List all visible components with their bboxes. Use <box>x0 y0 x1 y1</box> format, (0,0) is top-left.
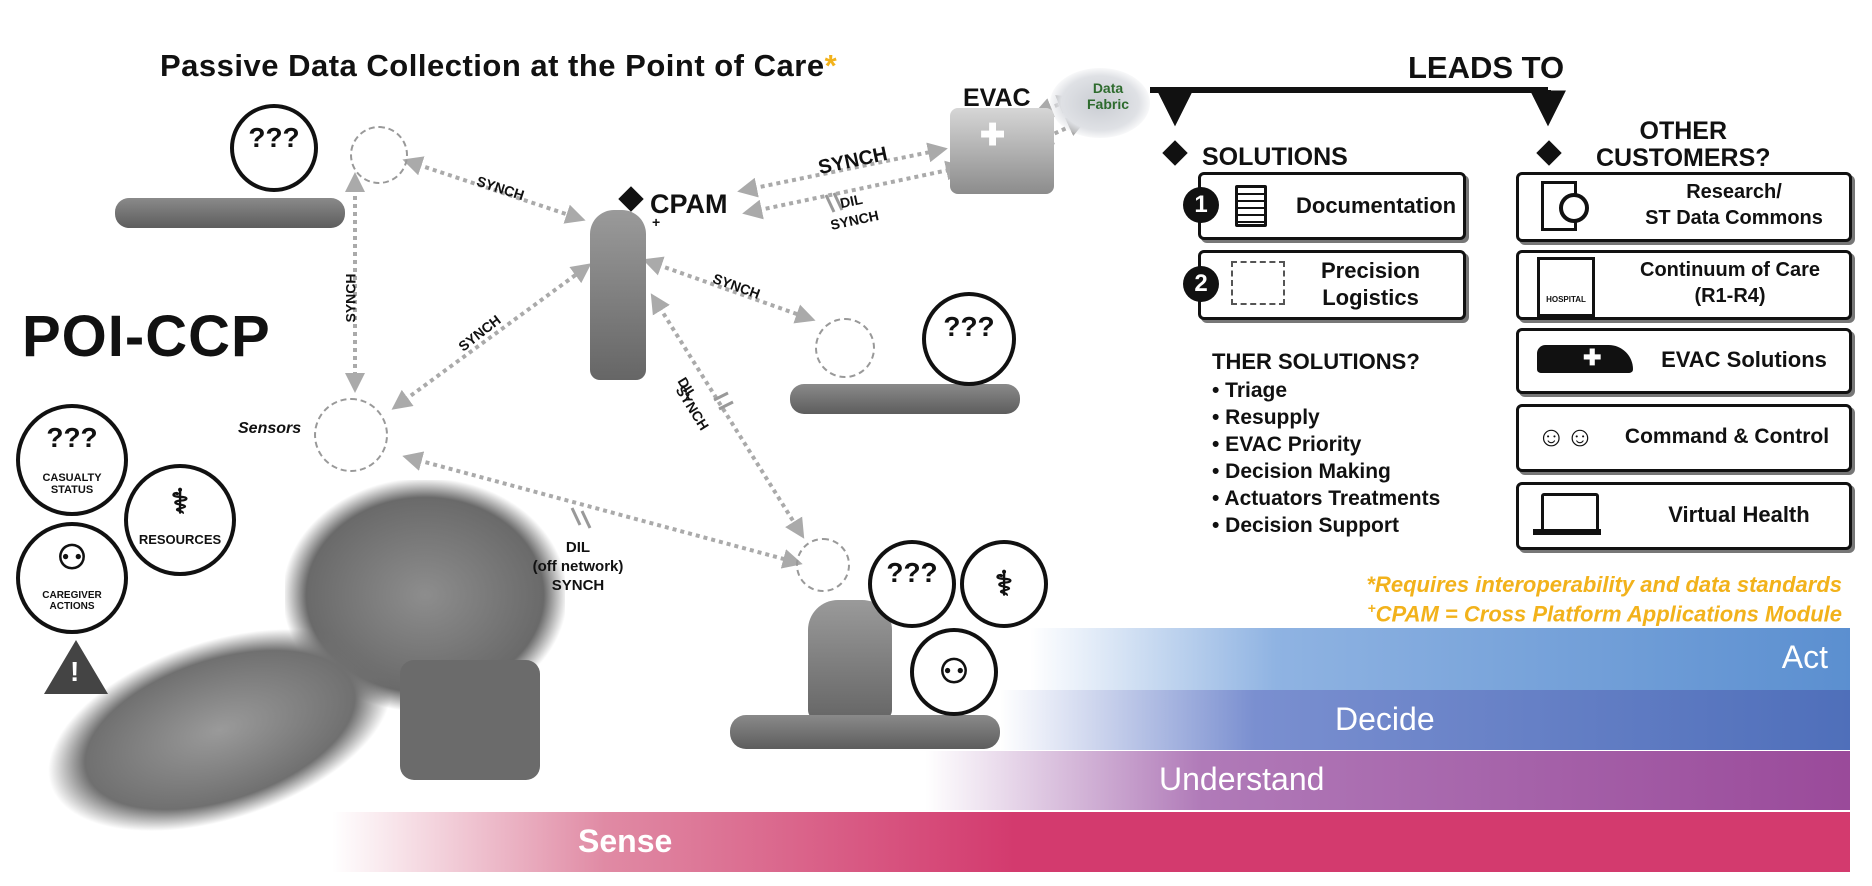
list-item: • Resupply <box>1212 406 1320 429</box>
medical-bag <box>400 660 540 780</box>
solution-number-2: 2 <box>1183 266 1219 302</box>
caregiver-icon: ⚇ <box>938 653 970 691</box>
laptop-doctor-icon <box>1541 493 1599 533</box>
decide-band: Decide <box>1000 690 1850 750</box>
sensor-cluster-top <box>350 126 408 184</box>
resources-icon: ⚕ <box>994 565 1014 603</box>
other-solutions-heading: THER SOLUTIONS? <box>1212 349 1420 374</box>
sense-band: Sense <box>332 812 1850 872</box>
customer-evac-solutions[interactable]: ✚ EVAC Solutions <box>1516 328 1852 394</box>
customer-research-label: Research/ ST Data Commons <box>1645 181 1823 229</box>
resources-icon: ⚕ <box>170 483 190 521</box>
customer-continuum-of-care[interactable]: HOSPITAL Continuum of Care (R1-R4) <box>1516 250 1852 320</box>
evac-label: EVAC <box>963 84 1031 112</box>
casualty-circle-right: ??? <box>922 292 1016 386</box>
leads-to-label: LEADS TO <box>1408 50 1565 85</box>
solution-precision-logistics[interactable]: 2 Precision Logistics <box>1183 250 1466 320</box>
dil-center-label: DIL (off network) SYNCH <box>532 539 624 594</box>
casualty-circle-bottom: ??? <box>868 540 956 628</box>
documents-icon <box>1235 185 1267 227</box>
casualty-figure-right <box>790 384 1020 414</box>
data-fabric-label: Data Fabric <box>1086 80 1129 112</box>
caregiver-actions-circle: ⚇ CAREGIVER ACTIONS <box>16 522 128 634</box>
solution-documentation[interactable]: 1 Documentation <box>1183 172 1466 240</box>
cpam-plus-mark: + <box>652 214 661 230</box>
soldier-figure-cpam <box>590 210 646 380</box>
dil-sync-line-down <box>650 293 805 539</box>
page-title: Passive Data Collection at the Point of … <box>160 48 838 83</box>
list-item: • Decision Making <box>1212 460 1391 483</box>
other-solutions-list: THER SOLUTIONS? • Triage • Resupply • EV… <box>1212 348 1440 539</box>
sensor-cluster-bottom <box>796 538 850 592</box>
casualty-status-circle: ??? CASUALTY STATUS <box>16 404 128 516</box>
dil-line-evac <box>742 160 966 220</box>
casualty-figure-bottom <box>730 715 1000 749</box>
people-network-icon: ☺☺ <box>1537 421 1595 452</box>
logistics-map-icon <box>1231 261 1285 305</box>
medical-cross-icon: ✚ <box>980 119 1006 152</box>
customer-command-label: Command & Control <box>1624 425 1830 448</box>
act-band: Act <box>1030 628 1850 690</box>
solution-number-1: 1 <box>1183 187 1219 223</box>
note-cpam: +CPAM = Cross Platform Applications Modu… <box>1367 600 1842 627</box>
solution-documentation-label: Documentation <box>1296 193 1457 218</box>
customers-heading: OTHER CUSTOMERS? <box>1596 117 1771 172</box>
customer-command-control[interactable]: ☺☺ Command & Control <box>1516 404 1852 472</box>
understand-band: Understand <box>925 751 1850 810</box>
list-item: • Actuators Treatments <box>1212 487 1441 510</box>
sensor-cluster-left <box>314 398 388 472</box>
resources-circle: ⚕ RESOURCES <box>124 464 236 576</box>
understand-label: Understand <box>1159 761 1325 797</box>
list-item: • Decision Support <box>1212 514 1400 537</box>
poi-ccp-label: POI-CCP <box>22 304 271 369</box>
caregiver-circle-bottom: ⚇ <box>910 628 998 716</box>
customer-evac-label: EVAC Solutions <box>1661 347 1827 372</box>
sense-label: Sense <box>578 823 673 859</box>
helicopter-icon: ✚ <box>1537 345 1633 373</box>
list-item: • Triage <box>1212 379 1288 402</box>
act-label: Act <box>1781 639 1828 675</box>
sync-label-vertical: SYNCH <box>342 273 359 323</box>
customer-continuum-label: Continuum of Care (R1-R4) <box>1640 259 1820 307</box>
warning-mark: ! <box>70 656 80 687</box>
solution-precision-logistics-label: Precision Logistics <box>1321 258 1421 310</box>
hospital-icon: HOSPITAL <box>1537 257 1595 317</box>
sensors-label: Sensors <box>238 420 302 437</box>
sync-line-sensors-cpam <box>391 263 592 410</box>
sensor-cluster-right <box>815 318 875 378</box>
caregiver-icon: ⚇ <box>56 539 88 577</box>
resources-circle-bottom: ⚕ <box>960 540 1048 628</box>
evac-vehicle: ✚ <box>950 108 1054 194</box>
cpam-label: CPAM <box>650 189 728 219</box>
sync-line-top <box>402 156 586 224</box>
warning-icon <box>44 640 108 694</box>
customer-virtual-health-label: Virtual Health <box>1668 502 1810 527</box>
casualty-circle-top: ??? <box>230 104 318 192</box>
list-item: • EVAC Priority <box>1212 433 1362 456</box>
casualty-figure-top <box>115 198 345 228</box>
data-fabric-cloud <box>1050 68 1150 138</box>
decide-label: Decide <box>1335 701 1435 737</box>
solutions-heading: SOLUTIONS <box>1202 143 1348 171</box>
customer-research[interactable]: Research/ ST Data Commons <box>1516 172 1852 242</box>
dil-center-line <box>402 451 803 569</box>
medic-figure-center <box>808 600 892 720</box>
note-interoperability: *Requires interoperability and data stan… <box>1366 572 1842 597</box>
customer-virtual-health[interactable]: Virtual Health <box>1516 482 1852 550</box>
